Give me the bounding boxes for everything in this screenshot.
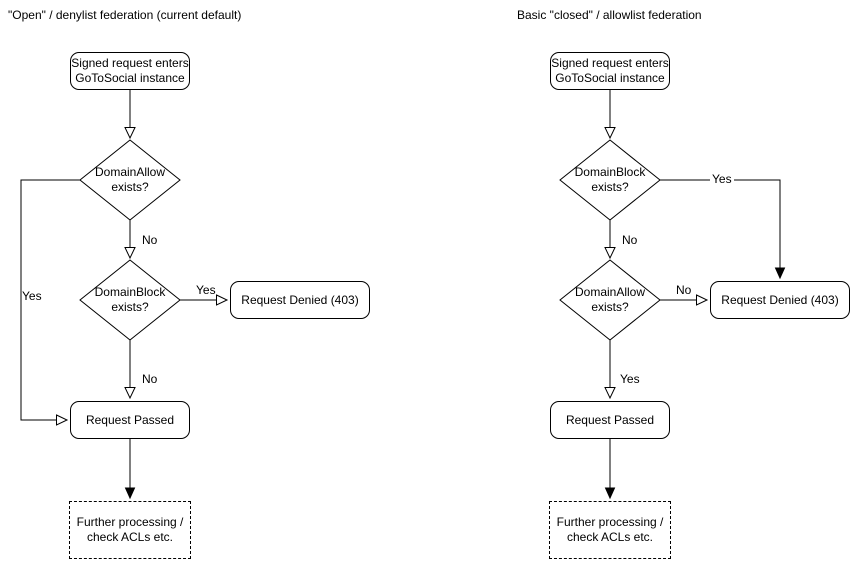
right-passed-node: Request Passed [550,401,670,439]
left-denied-node: Request Denied (403) [230,281,370,319]
node-text-line: Signed request enters [551,56,669,70]
left-decision2-no-label: No [142,372,158,386]
left-further-processing-node: Further processing / check ACLs etc. [69,501,191,559]
right-decision2-no-label: No [676,283,692,297]
left-decision2-diamond [79,259,181,341]
node-text-line: Request Denied (403) [721,292,839,307]
left-chart-title: "Open" / denylist federation (current de… [8,8,242,22]
node-text-line: Request Passed [85,412,175,427]
right-further-processing-node: Further processing / check ACLs etc. [549,501,671,559]
right-decision1-diamond [559,139,661,221]
left-decision1-no-label: No [142,233,158,247]
node-text-line: Signed request enters [71,56,189,70]
node-text-line: Further processing / [556,515,664,529]
left-decision2-yes-label: Yes [196,283,216,297]
node-text-line: GoToSocial instance [75,71,185,85]
left-start-node: Signed request enters GoToSocial instanc… [70,52,190,90]
left-passed-node: Request Passed [70,401,190,439]
node-text-line: check ACLs etc. [566,530,654,544]
node-text-line: GoToSocial instance [555,71,665,85]
node-text-line: Further processing / [76,515,184,529]
right-start-node: Signed request enters GoToSocial instanc… [550,52,670,90]
right-decision2-yes-label: Yes [620,372,640,386]
node-text-line: Request Denied (403) [241,292,359,307]
left-decision1-yes-label: Yes [22,289,42,303]
right-decision1-no-label: No [622,233,638,247]
right-denied-node: Request Denied (403) [710,281,850,319]
node-text-line: check ACLs etc. [86,530,174,544]
left-decision1-diamond [79,139,181,221]
right-decision1-yes-label: Yes [710,172,734,186]
right-decision2-diamond [559,259,661,341]
right-chart-title: Basic "closed" / allowlist federation [517,8,702,22]
node-text-line: Request Passed [565,412,655,427]
edge-right-decision1-yes [660,179,786,280]
edge-left-decision1-yes-loop [20,179,80,426]
